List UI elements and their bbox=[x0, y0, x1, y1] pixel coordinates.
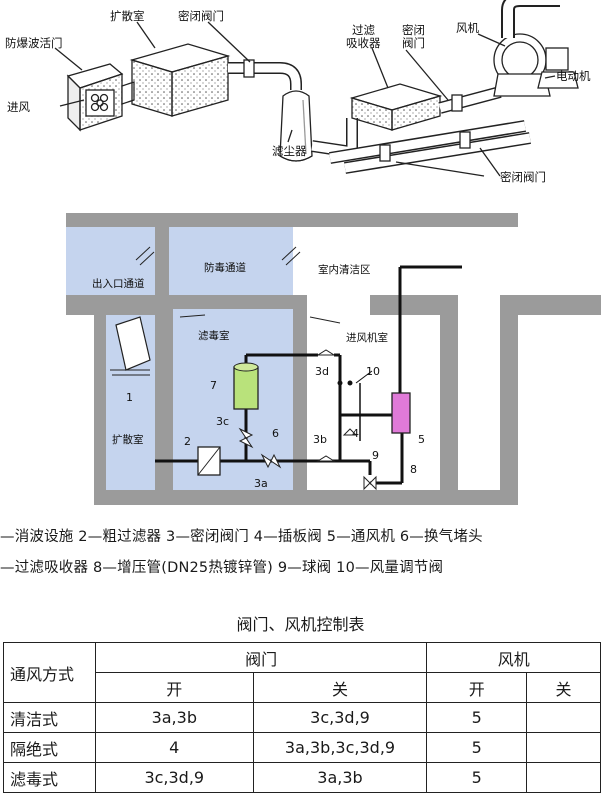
num-3d: 3d bbox=[315, 365, 329, 378]
label-sealed-valve-bottom: 密闭阀门 bbox=[500, 170, 546, 184]
ventilation-system-isometric-diagram: 扩散室 密闭阀门 防爆波活门 进风 滤尘器 过滤 吸收器 密闭 阀门 风机 电动… bbox=[5, 0, 591, 184]
opening-hatches bbox=[110, 246, 341, 376]
num-4: 4 bbox=[352, 427, 359, 440]
num-3b: 3b bbox=[313, 433, 327, 446]
cell-fan-open: 5 bbox=[426, 762, 528, 793]
label-sealed-valve-mid-1: 密闭 bbox=[402, 23, 425, 37]
valves bbox=[238, 349, 377, 491]
cell-mode: 滤毒式 bbox=[3, 762, 96, 793]
label-filter-absorber-2: 吸收器 bbox=[346, 36, 381, 50]
cell-valve-open: 3a,3b bbox=[94, 702, 254, 733]
num-5: 5 bbox=[418, 433, 425, 446]
room-decon-corridor: 防毒通道 bbox=[204, 261, 246, 274]
cell-fan-close bbox=[526, 762, 601, 793]
motor bbox=[537, 47, 579, 89]
room-diffusion-room: 扩散室 bbox=[112, 433, 144, 446]
legend-line-2: —过滤吸收器 8—增压管(DN25热镀锌管) 9—球阀 10—风量调节阀 bbox=[0, 560, 444, 576]
ventilation-plan-diagram: 出入口通道 防毒通道 室内清洁区 滤毒室 进风机室 扩散室 1 2 3a 3b … bbox=[66, 213, 601, 505]
header-valve-close: 关 bbox=[252, 672, 428, 703]
room-intake-room: 进风机室 bbox=[346, 331, 388, 344]
label-diffusion-room: 扩散室 bbox=[110, 9, 145, 23]
num-6: 6 bbox=[272, 427, 279, 440]
label-blast-valve: 防爆波活门 bbox=[5, 36, 63, 50]
num-3a: 3a bbox=[254, 477, 268, 490]
cell-mode: 清洁式 bbox=[3, 702, 96, 733]
num-1: 1 bbox=[126, 391, 133, 404]
cell-mode: 隔绝式 bbox=[3, 732, 96, 763]
header-mode: 通风方式 bbox=[3, 642, 96, 703]
cell-valve-close: 3a,3b bbox=[252, 762, 428, 793]
damper-10 bbox=[337, 370, 373, 386]
room-filter-room: 滤毒室 bbox=[198, 329, 230, 342]
wave-device bbox=[115, 316, 151, 371]
cell-fan-close bbox=[526, 732, 601, 763]
label-motor: 电动机 bbox=[556, 69, 591, 83]
num-2: 2 bbox=[184, 435, 191, 448]
filter-absorber-7 bbox=[233, 366, 259, 410]
cell-valve-open: 4 bbox=[94, 732, 254, 763]
walls bbox=[66, 213, 601, 505]
fan-5 bbox=[391, 392, 411, 434]
cell-valve-close: 3a,3b,3c,3d,9 bbox=[252, 732, 428, 763]
table-row: 清洁式 3a,3b 3c,3d,9 5 bbox=[3, 702, 601, 733]
cell-valve-close: 3c,3d,9 bbox=[252, 702, 428, 733]
label-filter-absorber-1: 过滤 bbox=[352, 23, 375, 37]
header-fan-close: 关 bbox=[526, 672, 601, 703]
table-header-row-1: 通风方式 阀门 风机 bbox=[3, 642, 601, 703]
label-fan: 风机 bbox=[456, 21, 479, 35]
table-row: 隔绝式 4 3a,3b,3c,3d,9 5 bbox=[3, 732, 601, 763]
table-row: 滤毒式 3c,3d,9 3a,3b 5 bbox=[3, 762, 601, 793]
label-sealed-valve-mid-2: 阀门 bbox=[402, 36, 425, 50]
filter-absorber bbox=[349, 83, 443, 131]
num-7: 7 bbox=[210, 379, 217, 392]
blast-valve bbox=[66, 63, 124, 132]
table-title: 阀门、风机控制表 bbox=[236, 615, 365, 634]
valve-fan-control-table: 通风方式 阀门 风机 开 关 开 关 清洁式 3a,3b 3c,3d,9 5 隔… bbox=[3, 642, 601, 793]
fan bbox=[493, 0, 560, 97]
label-dust-filter: 滤尘器 bbox=[272, 144, 307, 158]
label-sealed-valve-left: 密闭阀门 bbox=[178, 9, 224, 23]
diffusion-room-box bbox=[129, 43, 231, 117]
cell-fan-open: 5 bbox=[426, 702, 528, 733]
label-inlet: 进风 bbox=[7, 100, 30, 114]
num-8: 8 bbox=[410, 463, 417, 476]
cell-fan-open: 5 bbox=[426, 732, 528, 763]
room-entrance-corridor: 出入口通道 bbox=[92, 277, 145, 290]
header-valve: 阀门 bbox=[94, 642, 428, 673]
header-valve-open: 开 bbox=[94, 672, 254, 703]
num-3c: 3c bbox=[216, 415, 229, 428]
cell-fan-close bbox=[526, 702, 601, 733]
room-clean-area: 室内清洁区 bbox=[318, 263, 371, 276]
cell-valve-open: 3c,3d,9 bbox=[94, 762, 254, 793]
header-fan-open: 开 bbox=[426, 672, 528, 703]
num-9: 9 bbox=[372, 449, 379, 462]
num-10: 10 bbox=[366, 365, 380, 378]
dust-filter bbox=[279, 90, 313, 162]
header-fan: 风机 bbox=[426, 642, 601, 673]
legend-line-1: —消波设施 2—粗过滤器 3—密闭阀门 4—插板阀 5—通风机 6—换气堵头 bbox=[0, 529, 483, 545]
